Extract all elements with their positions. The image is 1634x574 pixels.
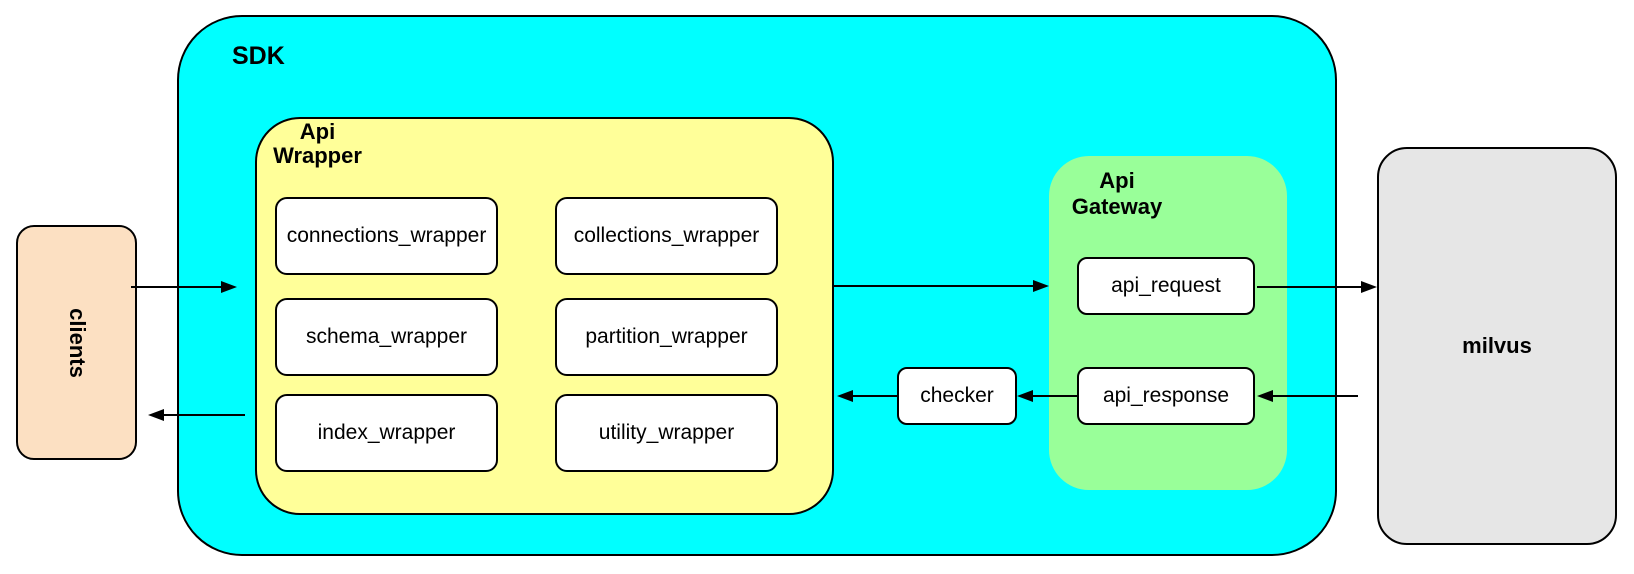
api-wrapper-label-line1: Api bbox=[299, 119, 336, 144]
node-api-request: api_request bbox=[1077, 257, 1255, 315]
arrow-api-wrapper-to-api-gateway bbox=[834, 280, 1049, 292]
api-wrapper-label: Api Wrapper bbox=[255, 120, 380, 168]
node-checker: checker bbox=[897, 367, 1017, 425]
node-clients: clients bbox=[16, 225, 137, 460]
api-wrapper-label-line2: Wrapper bbox=[273, 143, 362, 168]
node-api-response: api_response bbox=[1077, 367, 1255, 425]
arrow-clients-to-sdk bbox=[131, 281, 237, 293]
arrowhead-left-icon bbox=[1017, 390, 1033, 402]
arrow-api-response-to-checker bbox=[1017, 390, 1077, 402]
arrow-api-request-to-milvus bbox=[1257, 281, 1377, 293]
node-utility-wrapper: utility_wrapper bbox=[555, 394, 778, 472]
arrowhead-right-icon bbox=[1361, 281, 1377, 293]
arrow-sdk-to-clients bbox=[148, 409, 245, 421]
arrow-milvus-to-api-response bbox=[1257, 390, 1358, 402]
api-gateway-label-line1: Api bbox=[1099, 168, 1135, 193]
clients-label: clients bbox=[64, 307, 90, 378]
node-connections-wrapper: connections_wrapper bbox=[275, 197, 498, 275]
api-gateway-container bbox=[1049, 156, 1287, 490]
arrowhead-left-icon bbox=[1257, 390, 1273, 402]
node-schema-wrapper: schema_wrapper bbox=[275, 298, 498, 376]
node-partition-wrapper: partition_wrapper bbox=[555, 298, 778, 376]
node-collections-wrapper: collections_wrapper bbox=[555, 197, 778, 275]
node-milvus: milvus bbox=[1377, 147, 1617, 545]
node-index-wrapper: index_wrapper bbox=[275, 394, 498, 472]
arrow-checker-to-api-wrapper bbox=[837, 390, 897, 402]
arrowhead-right-icon bbox=[221, 281, 237, 293]
arrowhead-right-icon bbox=[1033, 280, 1049, 292]
sdk-label: SDK bbox=[232, 42, 285, 70]
api-gateway-label: Api Gateway bbox=[1049, 168, 1185, 220]
arrowhead-left-icon bbox=[837, 390, 853, 402]
api-gateway-label-line2: Gateway bbox=[1071, 194, 1163, 219]
arrowhead-left-icon bbox=[148, 409, 164, 421]
